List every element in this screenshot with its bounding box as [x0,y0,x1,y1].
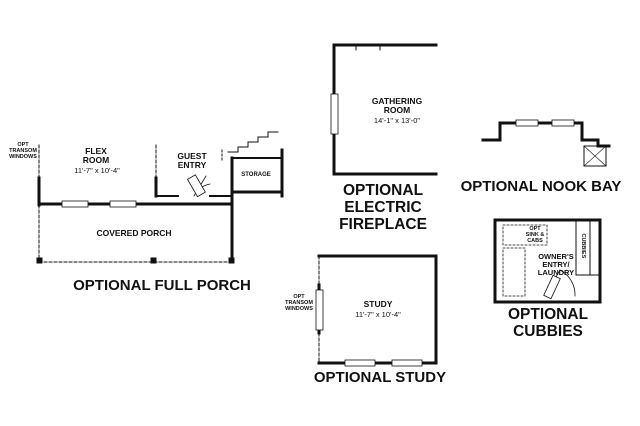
study-plan [315,254,438,367]
gathering-room-dimensions: 14'-1" x 13'-0" [373,116,421,125]
opt-sink-cabs-label: OPT SINK & CABS [525,226,545,244]
full-porch-plan [36,131,284,264]
guest-entry-label: GUEST ENTRY [177,151,207,170]
optional-full-porch-caption: OPTIONAL FULL PORCH [73,277,251,294]
flex-room-dimensions: 11'-7" x 10'-4" [74,166,120,175]
cubbies-plan [493,218,602,304]
fireplace-plan [330,43,438,176]
gathering-room-label: GATHERING ROOM [371,96,423,115]
study-label: STUDY [363,299,393,309]
opt-transom-windows-label: OPT TRANSOM WINDOWS [9,142,37,160]
optional-electric-fireplace-caption: OPTIONAL ELECTRIC FIREPLACE [339,182,427,234]
covered-porch-label: COVERED PORCH [96,228,172,238]
study-dimensions: 11'-7" x 10'-4" [355,310,401,319]
storage-label: STORAGE [241,172,271,178]
optional-study-caption: OPTIONAL STUDY [313,369,447,386]
optional-cubbies-caption: OPTIONAL CUBBIES [507,306,589,341]
flex-room-label: FLEX ROOM [82,146,110,165]
owners-entry-laundry-label: OWNER'S ENTRY/ LAUNDRY [537,252,575,277]
nook-bay-plan [481,119,611,167]
optional-nook-bay-caption: OPTIONAL NOOK BAY [460,178,622,195]
study-opt-transom-windows-label: OPT TRANSOM WINDOWS [285,294,313,312]
